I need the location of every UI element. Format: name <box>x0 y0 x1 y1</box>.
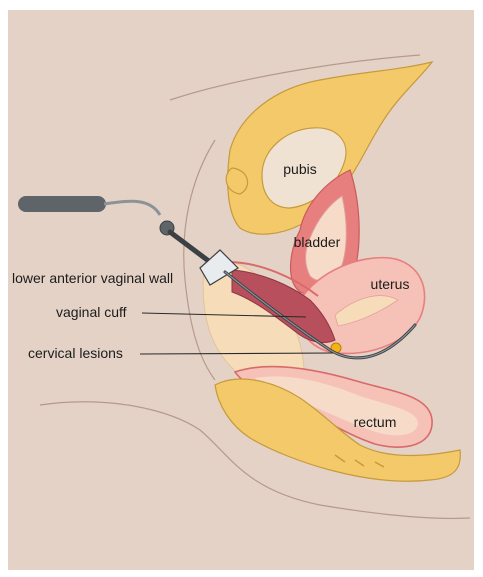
label-pubis: pubis <box>283 161 316 177</box>
label-bladder: bladder <box>294 234 341 250</box>
label-cervical-lesions: cervical lesions <box>28 345 123 361</box>
label-uterus: uterus <box>371 276 410 292</box>
label-rectum: rectum <box>354 414 397 430</box>
label-vaginal-cuff: vaginal cuff <box>56 304 127 320</box>
label-lower-anterior-vaginal-wall: lower anterior vaginal wall <box>12 270 173 286</box>
